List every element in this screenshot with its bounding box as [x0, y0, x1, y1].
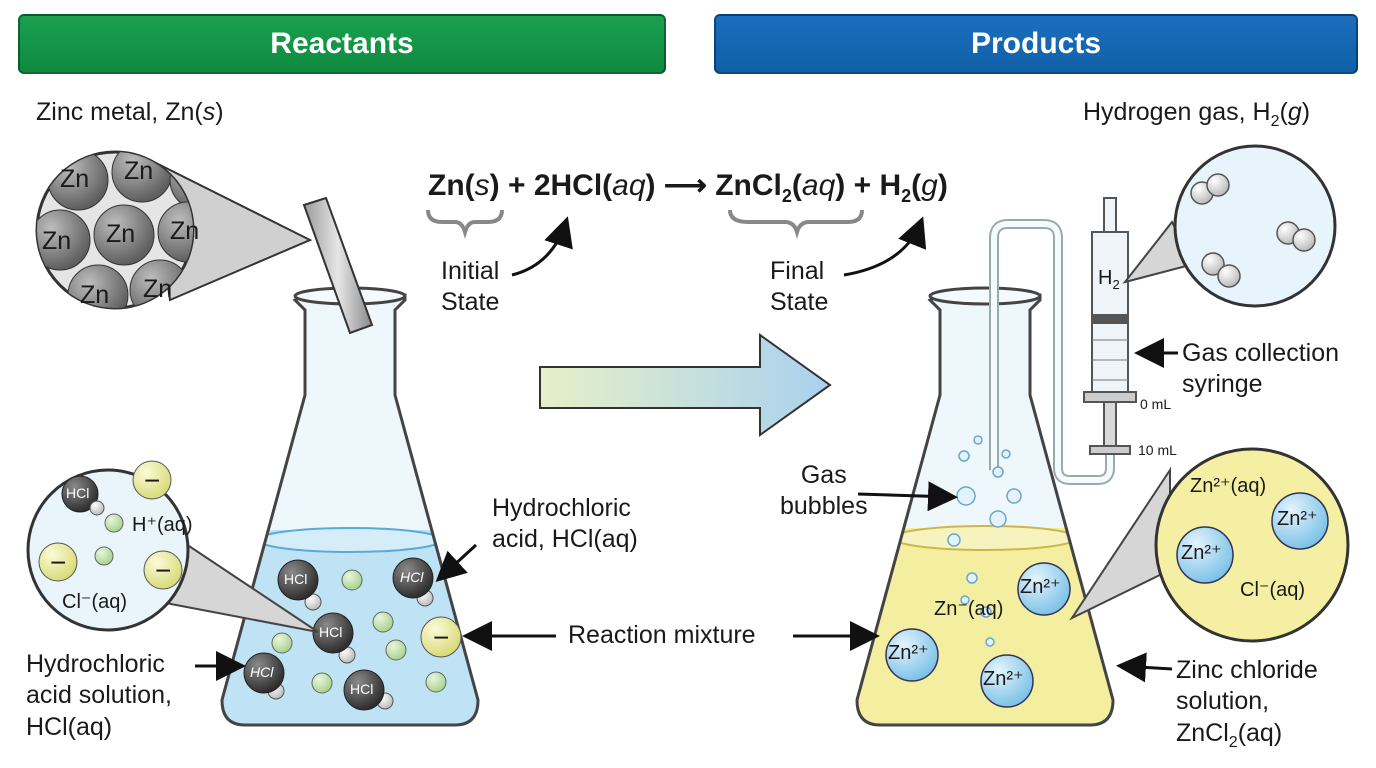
- left-flask-particles: [243, 557, 462, 711]
- hcl-particle-label: HCl: [319, 624, 343, 640]
- gas-bubbles: [947, 435, 1022, 647]
- hcl-particle-label: HCl: [250, 664, 274, 680]
- reactants-header-text: Reactants: [270, 27, 414, 60]
- zn-atom-label: Zn: [42, 227, 72, 255]
- h-plus-label: H⁺(aq): [132, 514, 193, 536]
- cl-minus-label: Cl⁻(aq): [62, 591, 128, 613]
- zn2-aq-label: Zn²⁺(aq): [1190, 475, 1267, 497]
- zn-atom-label: Zn: [106, 220, 136, 248]
- hcl-particle-label: HCl: [66, 485, 90, 501]
- zn-atom-label: Zn: [80, 281, 110, 309]
- zn2-ion-label: Zn²⁺: [1020, 576, 1061, 598]
- h2-molecules: [1190, 173, 1316, 288]
- zinc-strip-icon: [302, 196, 374, 335]
- products-header-text: Products: [970, 27, 1102, 60]
- syringe-0ml-label: 0 mL: [1140, 396, 1172, 412]
- zn-atom-label: Zn: [124, 157, 154, 185]
- cl-ion-minus: −: [144, 465, 161, 496]
- hcl-particle-label: HCl: [400, 569, 424, 585]
- zn-minus-aq-label: Zn⁻(aq): [934, 598, 1004, 620]
- cl-minus-aq-label: Cl⁻(aq): [1240, 579, 1306, 601]
- zn-atom-label: Zn: [143, 275, 173, 303]
- initial-curve-arrow: [511, 216, 573, 277]
- reactants-header: Reactants: [18, 14, 666, 74]
- cl-ion-minus: −: [50, 547, 67, 578]
- zn2-ion-label: Zn²⁺: [1277, 508, 1318, 530]
- cl-ion-minus: −: [433, 622, 450, 653]
- products-header: Products: [714, 14, 1358, 74]
- hydrogen-zoom-circle-icon: [1173, 144, 1337, 308]
- final-curve-arrow: [843, 216, 927, 277]
- syringe-icon: [1083, 197, 1137, 455]
- hcl-particle-label: HCl: [284, 571, 308, 587]
- zinc-metal-label: Zinc metal, Zn(s): [36, 98, 224, 126]
- syringe-10ml-label: 10 mL: [1138, 442, 1177, 458]
- reaction-arrow-icon: [539, 333, 832, 437]
- final-brace: [728, 209, 864, 239]
- reaction-mixture-label: Reaction mixture: [568, 621, 756, 649]
- hcl-particle-label: HCl: [350, 681, 374, 697]
- chemical-equation: Zn(s) + 2HCl(aq) ⟶ ZnCl2(aq) + H2(g): [428, 169, 948, 206]
- cl-ion-minus: −: [155, 555, 172, 586]
- zn-atom-label: Zn: [170, 217, 200, 245]
- zn2-ion-label: Zn²⁺: [983, 668, 1024, 690]
- zn2-ion-label: Zn²⁺: [1181, 542, 1222, 564]
- zn2-ion-label: Zn²⁺: [888, 642, 929, 664]
- zn-atom-label: Zn: [60, 165, 90, 193]
- syringe-h2-label: H2: [1098, 267, 1120, 292]
- hydrogen-gas-label: Hydrogen gas, H2(g): [1083, 98, 1311, 130]
- initial-brace: [426, 209, 504, 239]
